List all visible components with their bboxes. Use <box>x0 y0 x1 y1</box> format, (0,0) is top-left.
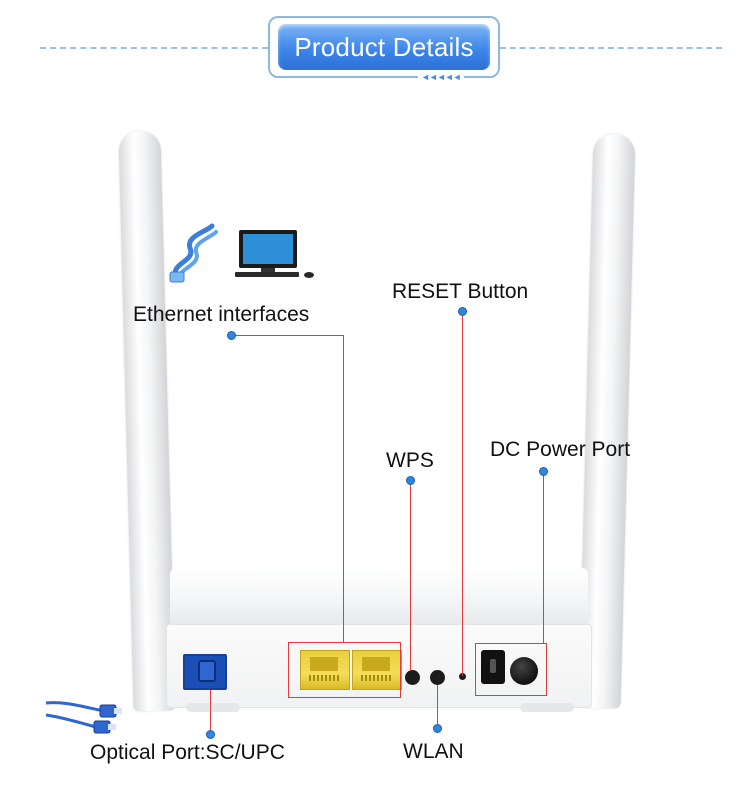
wlan-callout-dot <box>433 724 442 733</box>
ethernet-callout-dot <box>227 331 236 340</box>
dc-callout-dot <box>539 467 548 476</box>
router-foot-right <box>520 703 574 712</box>
label-wps: WPS <box>386 449 434 472</box>
reset-callout-line <box>462 312 463 676</box>
wps-button <box>405 670 420 685</box>
label-reset-button: RESET Button <box>392 280 529 303</box>
dc-power-port <box>481 650 505 684</box>
lan-port-2 <box>352 650 402 690</box>
power-button <box>510 657 538 685</box>
reset-callout-dot <box>458 307 467 316</box>
label-optical-port: Optical Port:SC/UPC <box>90 741 285 764</box>
label-wlan: WLAN <box>403 740 464 763</box>
fiber-cable-icon <box>45 701 122 734</box>
title-badge: Product Details ◄◄◄◄◄ <box>268 16 500 82</box>
header-dash-right <box>500 47 722 49</box>
arrows-icon: ◄◄◄◄◄ <box>418 72 464 82</box>
ethernet-highlight <box>288 642 401 698</box>
lan-port-1 <box>300 650 350 690</box>
ethernet-callout-h <box>232 335 344 336</box>
header-dash-left <box>40 47 268 49</box>
desktop-monitor-icon <box>235 230 314 278</box>
label-ethernet-interfaces: Ethernet interfaces <box>133 303 310 326</box>
router-foot-left <box>186 703 240 712</box>
router-top <box>170 568 588 626</box>
wlan-button <box>430 670 445 685</box>
wps-callout-line <box>410 481 411 671</box>
title-badge-frame <box>268 16 500 78</box>
wps-callout-dot <box>406 476 415 485</box>
power-highlight <box>475 643 547 696</box>
reset-button <box>459 673 466 680</box>
label-dc-power-port: DC Power Port <box>490 438 631 461</box>
ethernet-callout-v <box>343 335 344 643</box>
page-title: Product Details <box>278 24 490 70</box>
ethernet-cable-icon <box>169 223 218 283</box>
optical-callout-dot <box>206 730 215 739</box>
optical-callout-line <box>210 690 211 734</box>
wlan-callout-line <box>437 685 438 728</box>
dc-callout-line <box>543 472 544 644</box>
optical-port <box>183 654 227 690</box>
